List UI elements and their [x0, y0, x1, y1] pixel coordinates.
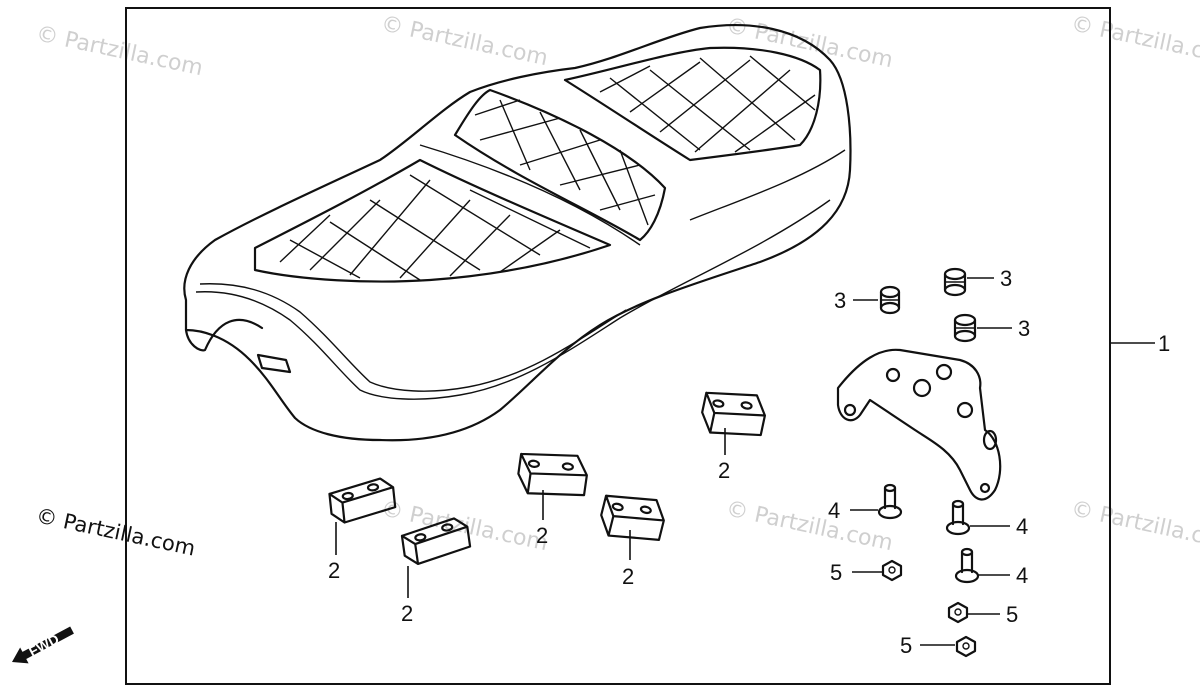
seat-outline [183, 24, 852, 442]
fwd-arrow-icon [12, 626, 74, 664]
middle-pad-quilting [474, 99, 656, 226]
bolt [877, 483, 903, 520]
seat-piping [195, 199, 831, 400]
callout-5: 5 [1006, 602, 1018, 627]
nut [947, 601, 969, 624]
callout-2: 2 [622, 564, 634, 589]
callout-4: 4 [1016, 563, 1028, 588]
nut [955, 635, 977, 658]
bracket-hole [935, 363, 953, 381]
watermark: © Partzilla.com [1069, 496, 1200, 556]
cushion-block [400, 517, 472, 566]
bracket-hole [843, 403, 857, 417]
fwd-label: FWD [26, 631, 62, 660]
watermark: © Partzilla.com [724, 496, 895, 556]
callouts: 1 3 3 3 2 2 2 2 2 4 4 4 5 5 5 [328, 266, 1170, 658]
bracket-hole [912, 378, 932, 398]
seat-rear-seam [689, 149, 846, 221]
bracket-hole [956, 401, 974, 419]
watermark: © Partzilla.com [379, 11, 550, 71]
bracket-hole [885, 367, 901, 383]
callout-2: 2 [718, 458, 730, 483]
seat-seam [419, 144, 641, 246]
cushion-block [328, 477, 397, 524]
cushion-blocks [328, 391, 767, 566]
callout-1: 1 [1158, 331, 1170, 356]
passenger-pad [563, 46, 822, 162]
passenger-pad-quilting [599, 55, 816, 153]
rider-pad [253, 158, 612, 283]
callout-3: 3 [1000, 266, 1012, 291]
leader-lines [335, 277, 1155, 646]
grommet [879, 285, 901, 315]
watermark: © Partzilla.com [34, 21, 205, 81]
callout-2: 2 [401, 601, 413, 626]
grommets [879, 267, 977, 343]
bolt [954, 547, 980, 584]
callout-4: 4 [828, 498, 840, 523]
grommet [953, 313, 977, 343]
nuts [881, 559, 977, 658]
callout-5: 5 [900, 633, 912, 658]
callout-2: 2 [536, 523, 548, 548]
seat-piping-inner [199, 283, 627, 392]
seat-front-edge [184, 318, 264, 352]
grommet [943, 267, 967, 297]
middle-pad [453, 88, 667, 242]
cushion-block [600, 494, 665, 541]
rider-pad-quilting [279, 174, 591, 281]
bracket-hole [979, 482, 991, 494]
nut [881, 559, 903, 582]
fwd-indicator: FWD [12, 626, 74, 664]
copyright-text: © Partzilla.com [34, 503, 198, 560]
watermark: © Partzilla.com [1069, 11, 1200, 71]
diagram-frame [125, 7, 1111, 685]
callout-3: 3 [1018, 316, 1030, 341]
bracket-hole [982, 429, 998, 451]
bolts [877, 483, 980, 584]
seat-mount-tab [256, 353, 292, 374]
callout-3: 3 [834, 288, 846, 313]
callout-4: 4 [1016, 514, 1028, 539]
seat-bracket [836, 348, 1002, 501]
seat-assembly [183, 24, 852, 442]
callout-5: 5 [830, 560, 842, 585]
cushion-block [517, 452, 588, 497]
bracket-outline [836, 348, 1002, 501]
cushion-block [701, 391, 767, 437]
bolt [945, 499, 971, 536]
callout-2: 2 [328, 558, 340, 583]
